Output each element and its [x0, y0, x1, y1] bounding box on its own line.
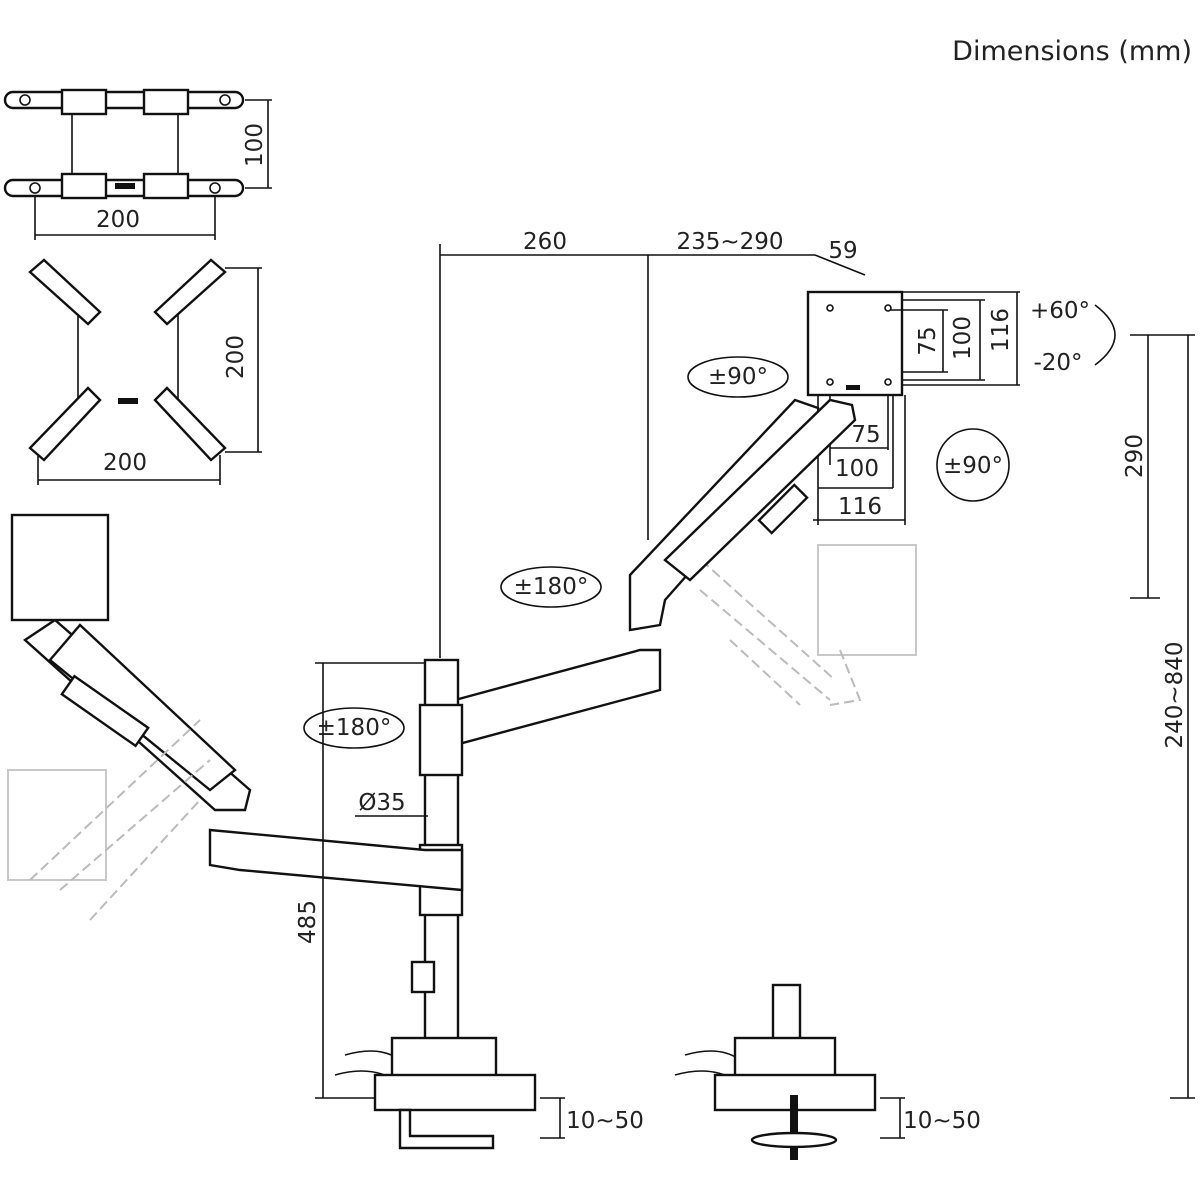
tilt-up-label: +60° — [1030, 298, 1090, 324]
left-monitor-plate — [10, 513, 110, 622]
ghost-left-monitor — [7, 719, 211, 921]
plate-top-width-label: 200 — [96, 207, 140, 233]
top-dimension-lines — [439, 244, 866, 658]
clamp-mount — [334, 1036, 565, 1150]
plate-bottom-width-100: 100 — [835, 456, 879, 482]
lower-arm-rotation-label: ±180° — [317, 715, 392, 741]
grommet-mount — [674, 983, 905, 1160]
left-arm — [23, 618, 464, 892]
total-range-label: 240~840 — [1162, 641, 1188, 748]
right-arm — [453, 398, 857, 747]
plate-top-height-label: 100 — [242, 123, 268, 167]
upper-arm-rotation-icon — [500, 566, 602, 608]
swivel-arrow-icon — [687, 356, 789, 398]
diagram-title: Dimensions (mm) — [952, 36, 1192, 67]
arm-extension-label: 235~290 — [676, 229, 783, 255]
upper-arm-rotation-label: ±180° — [514, 574, 589, 600]
arm-travel-label: 290 — [1122, 434, 1148, 478]
right-monitor-plate — [806, 290, 1116, 525]
plate-bottom-width-116: 116 — [838, 494, 882, 520]
swivel-label: ±90° — [708, 364, 768, 390]
pole-height-label: 485 — [295, 900, 321, 944]
ghost-right-monitor — [689, 544, 917, 706]
vesa-plate-100x200 — [3, 88, 272, 240]
plate-bottom-width-label: 200 — [103, 450, 147, 476]
rotation-arrow-icon — [936, 428, 1010, 502]
clamp-range-label: 10~50 — [566, 1108, 644, 1134]
plate-side-height-75: 75 — [915, 326, 941, 355]
plate-side-height-100: 100 — [950, 316, 976, 360]
plate-depth-label: 59 — [828, 238, 857, 264]
grommet-range-label: 10~50 — [903, 1108, 981, 1134]
plate-bottom-width-75: 75 — [851, 422, 880, 448]
plate-side-height-116: 116 — [988, 308, 1014, 352]
lower-arm-rotation-icon — [303, 707, 405, 749]
pole-diameter-label: Ø35 — [358, 790, 405, 816]
pole-to-joint-label: 260 — [523, 229, 567, 255]
vesa-plate-200x200 — [28, 258, 262, 485]
height-dimension-lines — [315, 334, 1195, 1099]
rotation-label: ±90° — [943, 453, 1003, 479]
plate-bottom-height-label: 200 — [223, 335, 249, 379]
tilt-down-label: -20° — [1033, 350, 1082, 376]
